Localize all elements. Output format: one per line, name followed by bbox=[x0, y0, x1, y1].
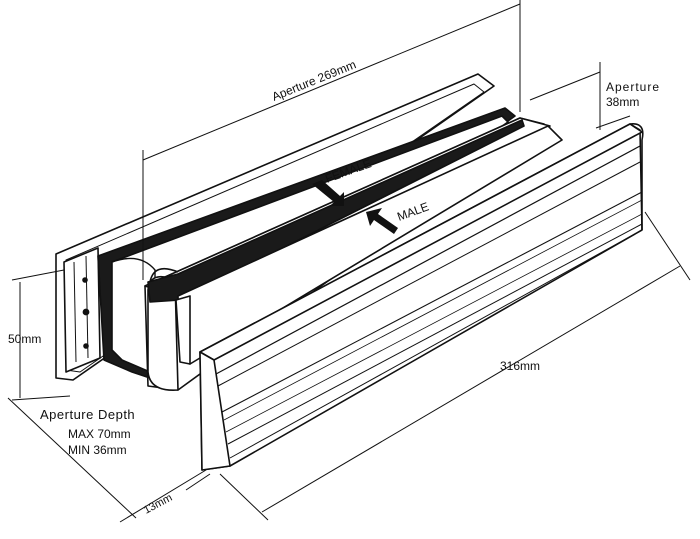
aperture-height-label: Aperture bbox=[606, 80, 660, 94]
depth-max: MAX 70mm bbox=[68, 427, 131, 441]
dimension-lines bbox=[7, 0, 691, 523]
female-arrow-icon bbox=[312, 180, 344, 206]
aperture-height-value: 38mm bbox=[606, 95, 639, 109]
male-front-plate bbox=[175, 123, 644, 471]
male-arrow-icon bbox=[366, 208, 398, 234]
height-label: 50mm bbox=[8, 332, 41, 346]
depth-title: Aperture Depth bbox=[40, 407, 135, 422]
aperture-width-label: Aperture 269mm bbox=[270, 57, 358, 103]
depth-min: MIN 36mm bbox=[68, 443, 127, 457]
flange-label: 13mm bbox=[142, 492, 175, 517]
length-label: 316mm bbox=[500, 359, 540, 373]
